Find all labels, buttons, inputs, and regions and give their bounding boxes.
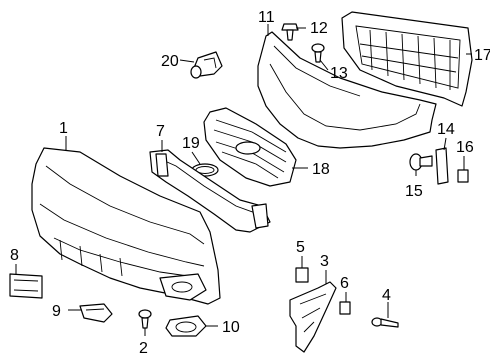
part-1-bumper-cover xyxy=(31,147,221,305)
callout-19: 19 xyxy=(182,135,200,152)
callout-labels: 1 2 3 4 5 6 7 8 9 10 11 12 13 14 15 16 1… xyxy=(10,9,490,357)
part-3-side-bracket xyxy=(289,281,337,353)
callout-8: 8 xyxy=(10,247,19,264)
part-4-bolt xyxy=(371,317,399,328)
callout-17: 17 xyxy=(474,47,490,64)
part-5-nut xyxy=(295,267,309,283)
callout-12: 12 xyxy=(310,20,328,37)
callout-9: 9 xyxy=(52,303,61,320)
part-16-clip xyxy=(457,169,469,183)
callout-7: 7 xyxy=(156,123,165,140)
part-11-upper-panel xyxy=(257,31,437,149)
callout-10: 10 xyxy=(222,319,240,336)
callout-6: 6 xyxy=(340,275,349,292)
callout-5: 5 xyxy=(296,239,305,256)
leader-lines xyxy=(15,24,472,336)
part-2-push-pin xyxy=(138,309,152,329)
callout-15: 15 xyxy=(405,183,423,200)
callout-14: 14 xyxy=(437,121,455,138)
callout-20: 20 xyxy=(161,53,179,70)
callout-2: 2 xyxy=(139,340,148,357)
part-14-retainer xyxy=(435,147,449,185)
part-9-bracket xyxy=(79,303,113,323)
part-20-parking-sensor xyxy=(190,51,223,79)
callout-4: 4 xyxy=(382,287,391,304)
part-13-push-pin xyxy=(311,43,325,63)
part-17-grille-reinforcement xyxy=(341,11,473,107)
callout-18: 18 xyxy=(312,161,330,178)
part-8-license-bracket xyxy=(9,273,43,299)
callout-11: 11 xyxy=(258,9,275,26)
callout-3: 3 xyxy=(320,253,329,270)
callout-13: 13 xyxy=(330,65,348,82)
callout-16: 16 xyxy=(456,139,474,156)
part-6-clip xyxy=(339,301,351,315)
part-18-grille xyxy=(203,107,297,187)
part-15-push-pin xyxy=(409,153,433,171)
part-7-reinforcement-beam xyxy=(149,149,271,233)
callout-1: 1 xyxy=(59,120,68,137)
part-12-clip xyxy=(281,23,299,41)
part-10-fog-bezel xyxy=(165,315,207,337)
